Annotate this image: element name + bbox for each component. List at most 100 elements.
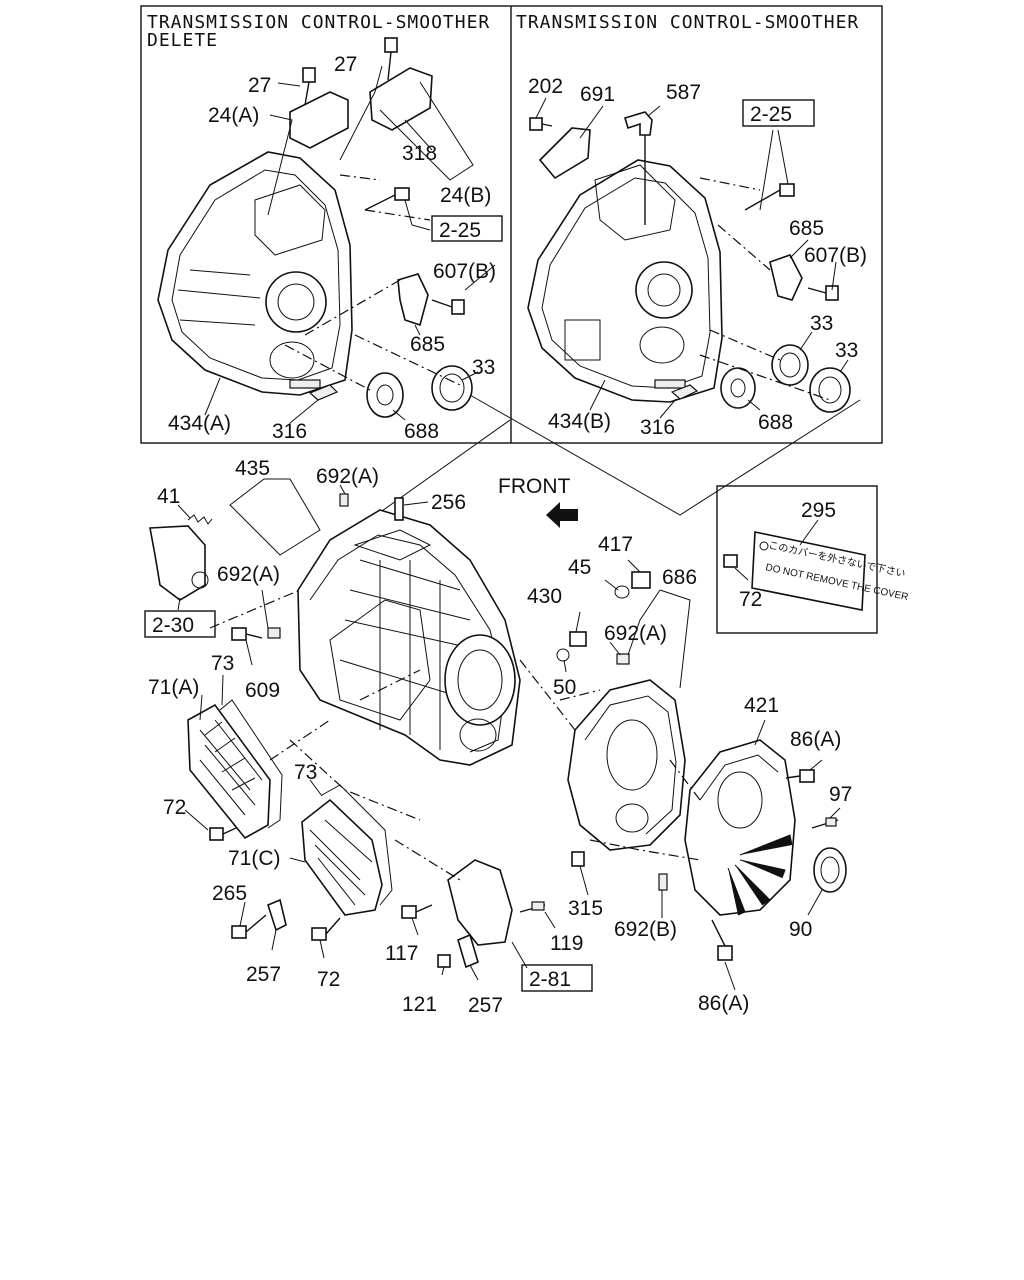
transmission-case xyxy=(297,509,521,766)
label-90: 90 xyxy=(789,918,812,941)
label-257-right: 257 xyxy=(468,994,503,1017)
bolt-117 xyxy=(401,904,433,919)
label-121: 121 xyxy=(402,993,437,1016)
label-119: 119 xyxy=(550,932,583,955)
leader-lines-main xyxy=(177,478,841,991)
label-607b-right: 607(B) xyxy=(804,244,867,267)
label-45: 45 xyxy=(568,556,591,579)
label-430: 430 xyxy=(527,585,562,608)
bracket-685-left xyxy=(397,273,429,327)
extension-housing-421 xyxy=(684,739,796,916)
gasket-73-top xyxy=(219,699,283,829)
reference-box-2-30[interactable]: 2-30 xyxy=(144,610,216,638)
dowel-692a-left xyxy=(267,627,281,639)
reference-box-2-81[interactable]: 2-81 xyxy=(521,964,593,992)
clutch-housing-434b xyxy=(527,159,723,403)
caution-label-295: このカバーを外さないで下さい DO NOT REMOVE THE COVER xyxy=(751,531,909,611)
label-692a-top: 692(A) xyxy=(316,465,379,488)
clutch-housing-434a xyxy=(157,151,353,396)
label-421: 421 xyxy=(744,694,779,717)
reference-2-30-label: 2-30 xyxy=(152,614,194,637)
front-label: FRONT xyxy=(498,475,570,498)
bolt-119 xyxy=(519,901,546,913)
label-295: 295 xyxy=(801,499,836,522)
label-435: 435 xyxy=(235,457,270,480)
right-panel-title: TRANSMISSION CONTROL-SMOOTHER xyxy=(516,12,859,33)
bolt-609 xyxy=(231,627,263,641)
label-71a: 71(A) xyxy=(148,676,199,699)
bracket-685-right xyxy=(769,254,803,301)
fitting-587 xyxy=(624,111,653,225)
label-688-left: 688 xyxy=(404,420,439,443)
label-27-a: 27 xyxy=(248,74,271,97)
bolt-315 xyxy=(571,851,585,867)
label-685-right: 685 xyxy=(789,217,824,240)
left-panel-title: TRANSMISSION CONTROL-SMOOTHER xyxy=(147,12,490,33)
label-318: 318 xyxy=(402,142,437,165)
reference-box-2-25-right[interactable]: 2-25 xyxy=(742,99,815,127)
bearing-688-left xyxy=(366,372,404,418)
label-73-mid: 73 xyxy=(294,761,317,784)
label-316-right: 316 xyxy=(640,416,675,439)
bolt-72-left xyxy=(209,827,237,841)
clip-257-left xyxy=(267,898,287,932)
label-315: 315 xyxy=(568,897,603,920)
reference-2-25-right-label: 2-25 xyxy=(750,103,792,126)
reference-2-25-left-label: 2-25 xyxy=(439,219,481,242)
bolt-86a-bottom xyxy=(711,919,733,961)
label-27-b: 27 xyxy=(334,53,357,76)
label-692b: 692(B) xyxy=(614,918,677,941)
oil-seal-33-right2 xyxy=(809,367,851,413)
label-434b: 434(B) xyxy=(548,410,611,433)
bracket-318 xyxy=(369,67,433,131)
dowel-692a-top xyxy=(339,493,349,507)
label-316-left: 316 xyxy=(272,420,307,443)
spring-41 xyxy=(187,514,213,525)
label-72-bottom: 72 xyxy=(317,968,340,991)
oring-50 xyxy=(556,648,570,662)
bolt-right-225 xyxy=(744,183,795,211)
label-33-right2: 33 xyxy=(835,339,858,362)
side-cover-71a xyxy=(187,703,271,840)
bolt-27a xyxy=(302,67,316,106)
label-50: 50 xyxy=(553,676,576,699)
reference-2-81-label: 2-81 xyxy=(529,968,571,991)
bolt-265 xyxy=(231,914,267,939)
shift-unit-41-assembly xyxy=(149,525,209,601)
pin-256 xyxy=(394,497,404,521)
cover-2-81-part xyxy=(447,859,513,946)
bolt-72-bottom xyxy=(311,917,341,941)
label-41: 41 xyxy=(157,485,180,508)
clip-257-right xyxy=(457,933,479,969)
label-86a-top: 86(A) xyxy=(790,728,841,751)
label-73-top: 73 xyxy=(211,652,234,675)
gasket-73-mid xyxy=(321,784,393,906)
leader-lines-box xyxy=(734,519,819,581)
oring-45 xyxy=(614,585,630,599)
leader-lines-left xyxy=(204,65,496,424)
reference-box-2-25-left[interactable]: 2-25 xyxy=(431,215,503,242)
gasket-316-right xyxy=(670,384,699,400)
dowel-692b xyxy=(658,873,668,891)
label-417: 417 xyxy=(598,533,633,556)
label-257-left: 257 xyxy=(246,963,281,986)
label-202: 202 xyxy=(528,75,563,98)
gasket-316-left xyxy=(308,384,339,401)
bolt-607b-right xyxy=(807,285,839,301)
bolt-607b-left xyxy=(431,299,465,315)
label-256: 256 xyxy=(431,491,466,514)
label-33-left: 33 xyxy=(472,356,495,379)
label-686: 686 xyxy=(662,566,697,589)
dowel-692a-mid xyxy=(616,653,630,665)
label-72-left: 72 xyxy=(163,796,186,819)
oil-seal-90 xyxy=(813,847,847,893)
label-609: 609 xyxy=(245,679,280,702)
leader-lines-right xyxy=(535,97,849,419)
label-265: 265 xyxy=(212,882,247,905)
label-24b: 24(B) xyxy=(440,184,491,207)
left-panel-subtitle: DELETE xyxy=(147,30,218,51)
case-cover-686 xyxy=(567,679,686,851)
bracket-24a xyxy=(289,91,349,149)
bolt-202 xyxy=(529,117,553,131)
